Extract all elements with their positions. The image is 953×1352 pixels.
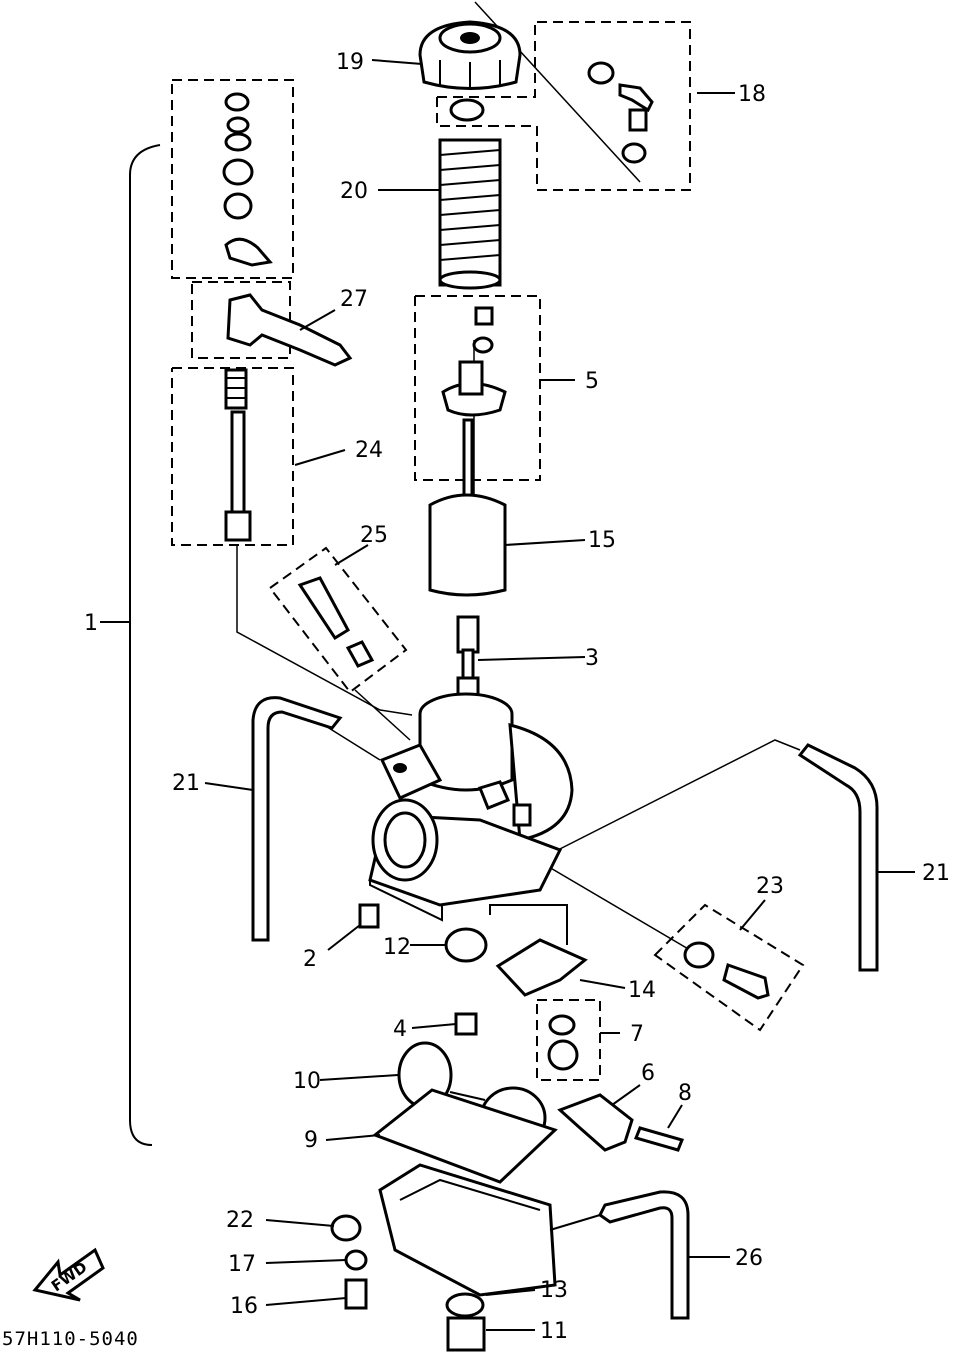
fitting-18 [587, 61, 654, 164]
parts: FWD [32, 20, 879, 1352]
top-cap-19 [418, 20, 522, 90]
pin-8 [633, 1126, 685, 1152]
hose-21-left [251, 696, 343, 942]
callout-8: 8 [678, 1081, 692, 1106]
jet-holder-12 [444, 927, 488, 963]
group-boxes [171, 21, 805, 1081]
callout-25: 25 [360, 523, 388, 548]
callout-5: 5 [585, 369, 599, 394]
callout-labels: 19 18 20 27 5 24 25 15 1 3 21 21 23 2 12… [84, 50, 950, 1344]
callout-24: 24 [355, 438, 383, 463]
callout-13: 13 [540, 1278, 568, 1303]
screw-2 [358, 903, 380, 929]
callout-2: 2 [303, 947, 317, 972]
cap-nut [449, 98, 485, 122]
callout-3: 3 [585, 646, 599, 671]
callout-10: 10 [293, 1069, 321, 1094]
callout-15: 15 [588, 528, 616, 553]
callout-27: 27 [340, 287, 368, 312]
throttle-slide-15 [428, 493, 507, 597]
needle-jet-3 [456, 615, 480, 698]
gasket-9 [371, 1088, 558, 1184]
spring-20 [438, 138, 502, 290]
callout-11: 11 [540, 1319, 568, 1344]
diagram-code: 57H110-5040 [2, 1328, 139, 1350]
hose-21-right [797, 743, 879, 972]
callout-26: 26 [735, 1246, 763, 1271]
needle-assembly-5 [441, 306, 507, 517]
o-ring-13 [445, 1292, 485, 1318]
callout-17: 17 [228, 1252, 256, 1277]
callout-1: 1 [84, 611, 98, 636]
callout-22: 22 [226, 1208, 254, 1233]
callout-14: 14 [628, 978, 656, 1003]
callout-4: 4 [393, 1017, 407, 1042]
callout-18: 18 [738, 82, 766, 107]
drain-plug-11 [446, 1316, 486, 1352]
screw-16 [344, 1278, 368, 1310]
leader-lines [100, 59, 915, 1331]
washer-22 [330, 1214, 362, 1242]
callout-9: 9 [304, 1128, 318, 1153]
jet-4 [454, 1012, 478, 1036]
callout-21-left: 21 [172, 771, 200, 796]
plunger-24 [224, 368, 252, 542]
callout-19: 19 [336, 50, 364, 75]
callout-16: 16 [230, 1294, 258, 1319]
callout-12: 12 [383, 935, 411, 960]
float-bowl [378, 1163, 557, 1297]
valve-7 [547, 1014, 579, 1071]
float-arm-6 [557, 1093, 634, 1152]
callout-7: 7 [630, 1022, 644, 1047]
washer-17 [344, 1249, 368, 1271]
pilot-screw-25 [297, 576, 375, 668]
plate-14 [495, 938, 588, 997]
callout-21-right: 21 [922, 861, 950, 886]
carburetor-body [368, 692, 574, 907]
fwd-arrow-icon: FWD [32, 1247, 105, 1302]
callout-20: 20 [340, 179, 368, 204]
drain-hose-26 [598, 1190, 690, 1320]
callout-6: 6 [641, 1061, 655, 1086]
washer-stack [222, 92, 273, 267]
assembly-bracket [129, 144, 161, 1146]
lever-27 [226, 293, 353, 367]
screw-23 [683, 941, 770, 1000]
callout-23: 23 [756, 874, 784, 899]
